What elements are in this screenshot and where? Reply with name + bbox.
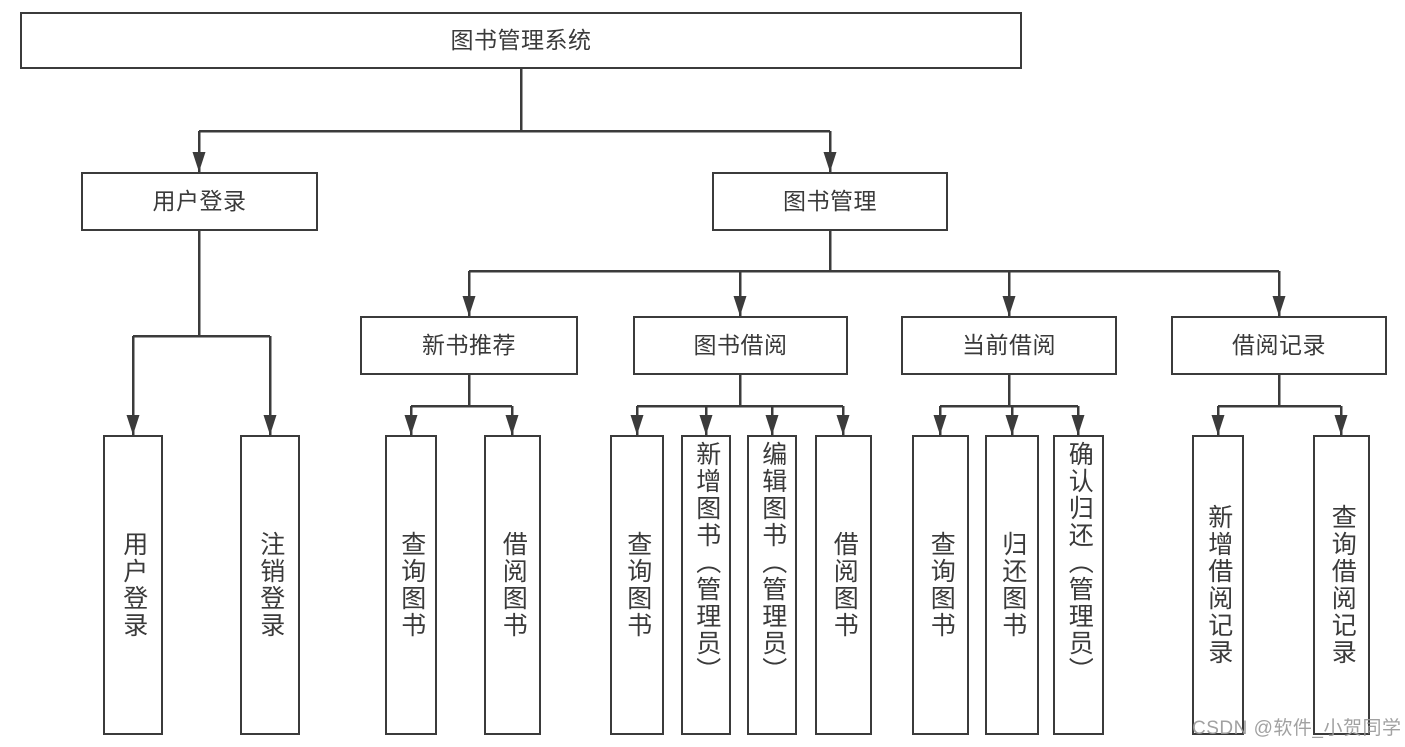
borrow-record-to-leaves-arrow-1: [1334, 415, 1348, 435]
node-leaf-logout[interactable]: 注销登录: [240, 435, 300, 735]
node-book-borrow[interactable]: 图书借阅: [633, 316, 848, 375]
node-label: 新增借阅记录: [1204, 504, 1233, 666]
node-leaf-borrow-book-2[interactable]: 借阅图书: [815, 435, 872, 735]
node-label: 查询图书: [927, 531, 956, 639]
new-book-rec-to-leaves-arrow-1: [505, 415, 519, 435]
node-leaf-edit-book[interactable]: 编辑图书（管理员）: [747, 435, 797, 735]
root-to-level2-arrow-1: [823, 152, 837, 172]
node-label: 编辑图书（管理员）: [758, 441, 787, 684]
node-root[interactable]: 图书管理系统: [20, 12, 1022, 69]
node-label: 查询图书: [623, 531, 652, 639]
node-borrow-record[interactable]: 借阅记录: [1171, 316, 1387, 375]
node-leaf-confirm-return[interactable]: 确认归还（管理员）: [1053, 435, 1104, 735]
new-book-rec-to-leaves-arrow-0: [404, 415, 418, 435]
node-label: 当前借阅: [962, 332, 1056, 358]
node-leaf-query-book-3[interactable]: 查询图书: [912, 435, 969, 735]
node-label: 借阅记录: [1232, 332, 1326, 358]
node-leaf-borrow-book-1[interactable]: 借阅图书: [484, 435, 541, 735]
root-to-level2-arrow-0: [192, 152, 206, 172]
node-label: 图书借阅: [693, 332, 788, 358]
node-leaf-return-book[interactable]: 归还图书: [985, 435, 1039, 735]
book-manage-to-level3-arrow-3: [1272, 296, 1286, 316]
borrow-record-to-leaves-arrow-0: [1211, 415, 1225, 435]
book-borrow-to-leaves-arrow-2: [765, 415, 779, 435]
node-user-login[interactable]: 用户登录: [81, 172, 318, 231]
book-borrow-to-leaves-arrow-1: [699, 415, 713, 435]
node-leaf-query-book-1[interactable]: 查询图书: [385, 435, 437, 735]
node-label: 图书管理: [783, 188, 877, 214]
node-leaf-query-record[interactable]: 查询借阅记录: [1313, 435, 1370, 735]
current-borrow-to-leaves-arrow-1: [1005, 415, 1019, 435]
node-book-manage[interactable]: 图书管理: [712, 172, 948, 231]
user-login-to-leaves-arrow-0: [126, 415, 140, 435]
csdn-watermark: CSDN @软件_小贺同学: [1192, 718, 1402, 739]
node-label: 图书管理系统: [450, 27, 592, 53]
user-login-to-leaves-arrow-1: [263, 415, 277, 435]
node-new-book-rec[interactable]: 新书推荐: [360, 316, 578, 375]
node-leaf-add-record[interactable]: 新增借阅记录: [1192, 435, 1244, 735]
node-label: 查询图书: [397, 531, 426, 639]
node-label: 新增图书（管理员）: [692, 441, 721, 684]
current-borrow-to-leaves-arrow-2: [1071, 415, 1085, 435]
book-manage-to-level3-arrow-0: [462, 296, 476, 316]
node-label: 借阅图书: [499, 531, 528, 639]
book-manage-to-level3-arrow-2: [1002, 296, 1016, 316]
node-label: 用户登录: [152, 188, 247, 214]
book-borrow-to-leaves-arrow-0: [630, 415, 644, 435]
node-label: 注销登录: [256, 531, 285, 639]
book-manage-to-level3-arrow-1: [733, 296, 747, 316]
node-leaf-add-book[interactable]: 新增图书（管理员）: [681, 435, 731, 735]
book-borrow-to-leaves-arrow-3: [836, 415, 850, 435]
current-borrow-to-leaves-arrow-0: [933, 415, 947, 435]
node-current-borrow[interactable]: 当前借阅: [901, 316, 1117, 375]
node-leaf-user-login[interactable]: 用户登录: [103, 435, 163, 735]
node-label: 归还图书: [998, 531, 1027, 639]
node-label: 查询借阅记录: [1328, 504, 1357, 666]
node-label: 用户登录: [119, 531, 148, 639]
node-label: 借阅图书: [830, 531, 859, 639]
node-leaf-query-book-2[interactable]: 查询图书: [610, 435, 664, 735]
node-label: 确认归还（管理员）: [1065, 441, 1094, 684]
node-label: 新书推荐: [422, 332, 516, 358]
